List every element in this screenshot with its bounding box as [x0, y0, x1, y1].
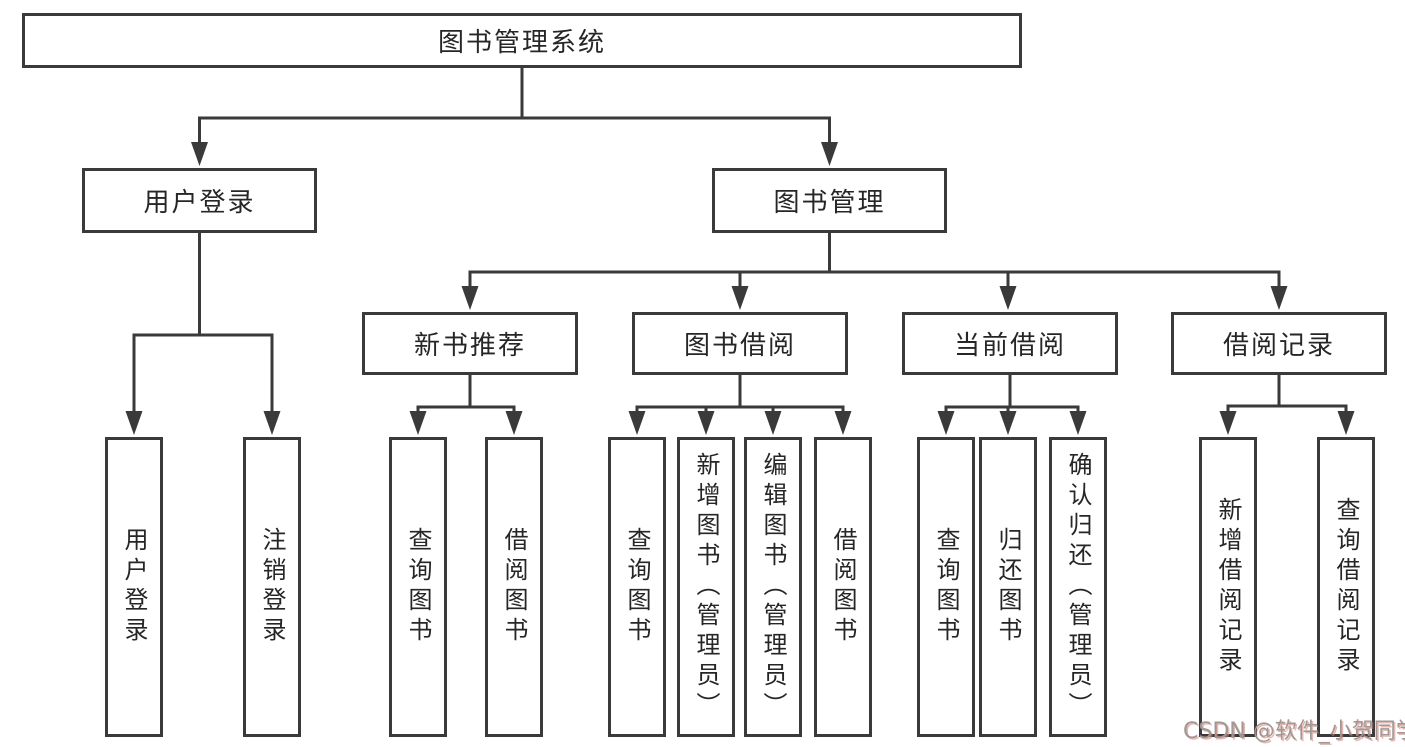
leaf-user-login: 用户登录	[105, 437, 163, 737]
arrow-down-icon	[697, 411, 715, 435]
leaf-logout: 注销登录	[243, 437, 301, 737]
arrow-down-icon	[191, 142, 208, 166]
leaf-bb-borrow-books: 借阅图书	[814, 437, 872, 737]
csdn-watermark: CSDN @软件_小贺同学	[1183, 719, 1405, 744]
arrow-down-icon	[937, 411, 955, 435]
leaf-label: 查询借阅记录	[1332, 497, 1360, 677]
arrow-down-icon	[1219, 411, 1237, 435]
arrow-down-icon	[409, 411, 427, 435]
leaf-label: 新增借阅记录	[1214, 497, 1242, 677]
arrow-down-icon	[764, 411, 782, 435]
leaf-cb-confirm-return-admin: 确认归还（管理员）	[1049, 437, 1107, 737]
arrow-down-icon	[125, 411, 143, 435]
leaf-br-add-record: 新增借阅记录	[1199, 437, 1257, 737]
arrow-down-icon	[263, 411, 281, 435]
arrow-down-icon	[821, 142, 838, 166]
leaf-br-query-record: 查询借阅记录	[1317, 437, 1375, 737]
connector-root-split	[198, 66, 831, 146]
leaf-bb-edit-books-admin: 编辑图书（管理员）	[744, 437, 802, 737]
leaf-label: 新增图书（管理员）	[692, 452, 720, 722]
leaf-label: 查询图书	[404, 527, 432, 647]
connector-book-borrow-split	[635, 373, 845, 415]
node-current-borrow: 当前借阅	[902, 312, 1118, 375]
leaf-label: 编辑图书（管理员）	[759, 452, 787, 722]
leaf-label: 确认归还（管理员）	[1064, 452, 1092, 722]
arrow-down-icon	[999, 286, 1017, 310]
leaf-label: 查询图书	[623, 527, 651, 647]
leaf-bb-query-books: 查询图书	[608, 437, 666, 737]
leaf-label: 查询图书	[932, 527, 960, 647]
arrow-down-icon	[999, 411, 1017, 435]
leaf-label: 注销登录	[258, 527, 286, 647]
leaf-cb-query-books: 查询图书	[917, 437, 975, 737]
node-book-borrow: 图书借阅	[632, 312, 848, 375]
connector-new-book-recommend-split	[416, 373, 516, 415]
connector-book-management-split	[468, 231, 1281, 290]
connector-borrow-records-split	[1226, 373, 1348, 415]
leaf-label: 借阅图书	[829, 527, 857, 647]
node-borrow-records: 借阅记录	[1171, 312, 1387, 375]
node-user-login: 用户登录	[82, 168, 317, 233]
arrow-down-icon	[731, 286, 749, 310]
node-new-book-recommend: 新书推荐	[362, 312, 578, 375]
node-root: 图书管理系统	[22, 13, 1022, 68]
leaf-label: 归还图书	[994, 527, 1022, 647]
arrow-down-icon	[1337, 411, 1355, 435]
leaf-bb-add-books-admin: 新增图书（管理员）	[677, 437, 735, 737]
leaf-nbr-borrow-books: 借阅图书	[485, 437, 543, 737]
node-book-management: 图书管理	[712, 168, 947, 233]
arrow-down-icon	[461, 286, 479, 310]
arrow-down-icon	[628, 411, 646, 435]
leaf-cb-return-books: 归还图书	[979, 437, 1037, 737]
leaf-label: 用户登录	[120, 527, 148, 647]
arrowheads	[125, 142, 1355, 435]
leaf-label: 借阅图书	[500, 527, 528, 647]
arrow-down-icon	[834, 411, 852, 435]
leaf-nbr-query-books: 查询图书	[389, 437, 447, 737]
connector-current-borrow-split	[944, 373, 1080, 415]
arrow-down-icon	[1069, 411, 1087, 435]
arrow-down-icon	[1270, 286, 1288, 310]
connector-user-login-split	[132, 231, 274, 415]
arrow-down-icon	[505, 411, 523, 435]
